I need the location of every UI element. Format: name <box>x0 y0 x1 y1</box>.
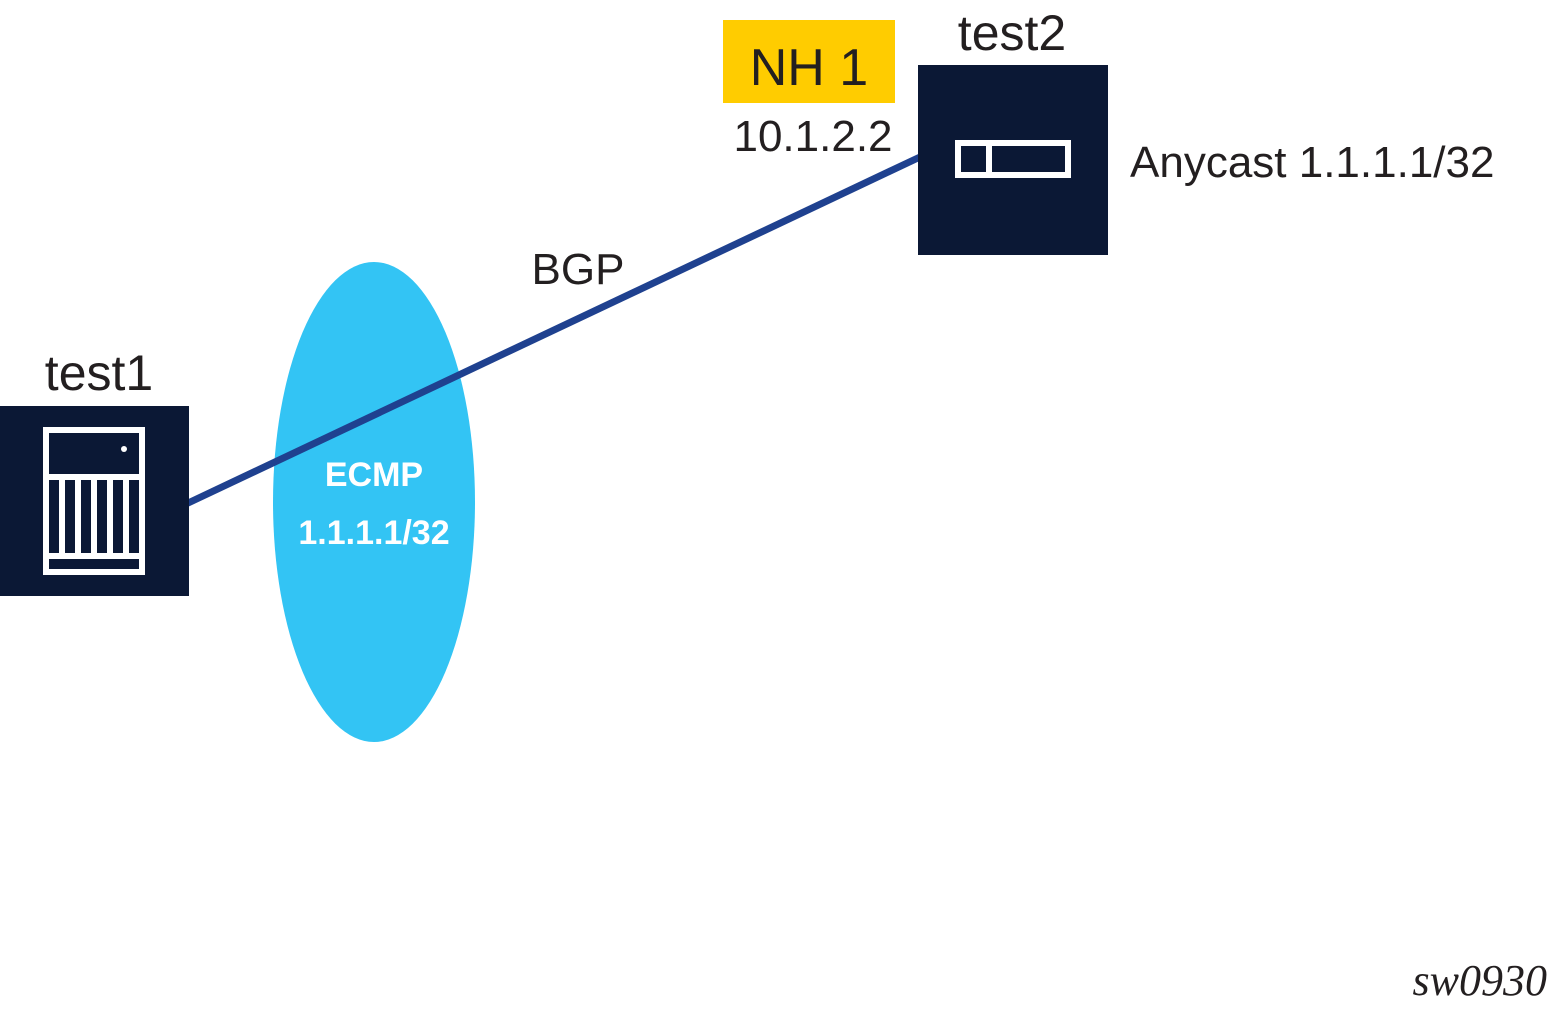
anycast-label: Anycast 1.1.1.1/32 <box>1130 138 1494 187</box>
next-hop-address: 10.1.2.2 <box>733 112 892 161</box>
next-hop-badge-label: NH 1 <box>750 39 868 97</box>
chassis-router-icon <box>43 427 145 575</box>
next-hop-badge <box>723 20 895 103</box>
ecmp-ellipse <box>273 262 475 742</box>
figure-id: sw0930 <box>1413 956 1547 1005</box>
bgp-label: BGP <box>532 245 625 294</box>
node-test1 <box>0 406 189 596</box>
node-test2 <box>918 65 1108 255</box>
node-test1-label: test1 <box>45 345 153 401</box>
ecmp-title: ECMP <box>325 456 423 494</box>
bgp-link <box>184 153 922 508</box>
ecmp-prefix: 1.1.1.1/32 <box>298 514 449 552</box>
compact-router-icon <box>955 140 1071 178</box>
node-test2-label: test2 <box>958 5 1066 61</box>
